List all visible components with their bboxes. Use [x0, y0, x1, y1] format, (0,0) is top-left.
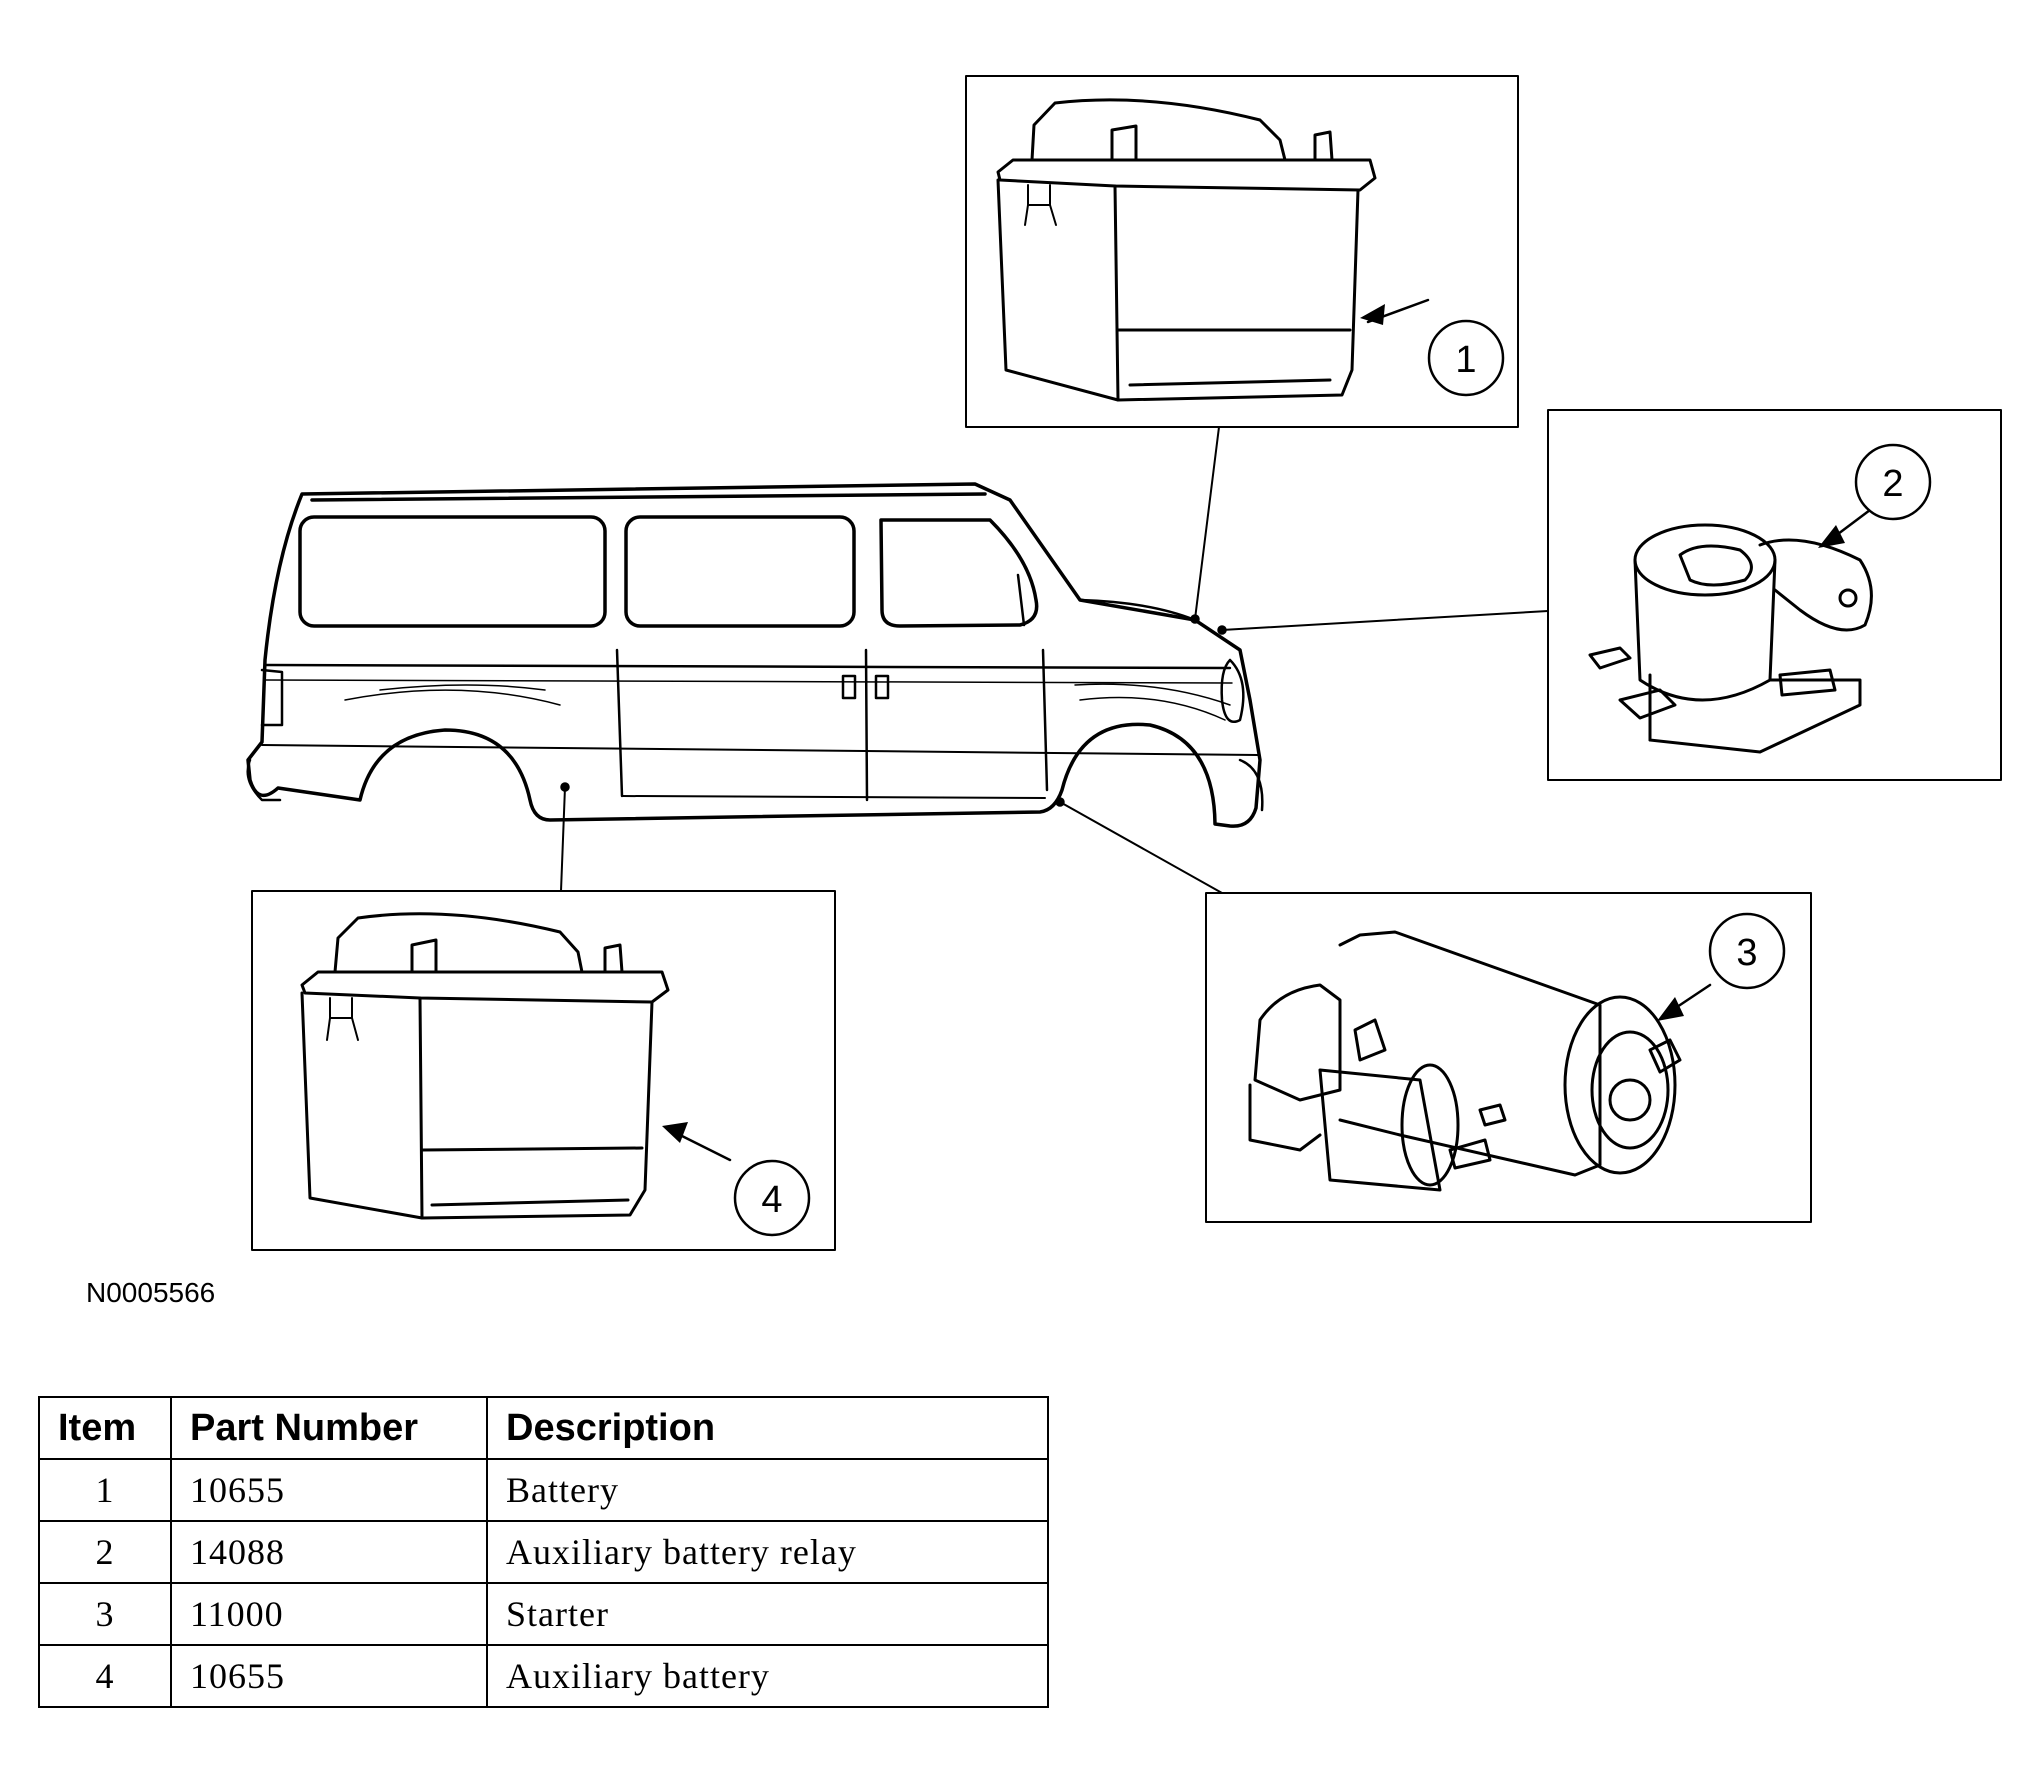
table-row: 4 10655 Auxiliary battery	[38, 1644, 1049, 1708]
middle-window	[624, 515, 856, 628]
figure-id: N0005566	[86, 1277, 216, 1308]
header-item: Item	[38, 1396, 172, 1460]
callout-4	[662, 1122, 811, 1237]
table-row: 1 10655 Battery	[38, 1458, 1049, 1522]
cell-description: Auxiliary battery	[486, 1644, 1049, 1708]
cell-part-number: 14088	[170, 1520, 488, 1584]
front-window	[879, 518, 1039, 628]
starter-illustration	[1248, 930, 1682, 1192]
table-header-row: Item Part Number Description	[38, 1396, 1049, 1460]
detail-starter	[1205, 892, 1812, 1223]
callout-4-label: 4	[761, 1179, 782, 1221]
callout-2	[1818, 443, 1932, 548]
callout-1-label: 1	[1455, 339, 1476, 381]
cell-item: 1	[38, 1458, 172, 1522]
cell-part-number: 11000	[170, 1582, 488, 1646]
cell-item: 4	[38, 1644, 172, 1708]
callout-3-label: 3	[1736, 932, 1757, 974]
cell-description: Starter	[486, 1582, 1049, 1646]
relay-illustration	[1588, 523, 1873, 754]
detail-frame-starter	[1205, 892, 1812, 1223]
parts-table: Item Part Number Description 1 10655 Bat…	[38, 1396, 1049, 1708]
detail-battery	[965, 75, 1519, 428]
detail-aux-battery-relay	[1547, 409, 2002, 781]
van-illustration	[246, 482, 1264, 828]
callout-2-label: 2	[1882, 463, 1903, 505]
leader-lines	[560, 426, 1549, 894]
cell-part-number: 10655	[170, 1458, 488, 1522]
battery-illustration	[996, 98, 1377, 402]
header-part-number: Part Number	[170, 1396, 488, 1460]
cell-part-number: 10655	[170, 1644, 488, 1708]
callout-3	[1657, 912, 1786, 1021]
table-row: 2 14088 Auxiliary battery relay	[38, 1520, 1049, 1584]
cell-item: 3	[38, 1582, 172, 1646]
cell-description: Battery	[486, 1458, 1049, 1522]
detail-aux-battery	[251, 890, 836, 1251]
cell-description: Auxiliary battery relay	[486, 1520, 1049, 1584]
cell-item: 2	[38, 1520, 172, 1584]
aux-battery-illustration	[300, 912, 670, 1220]
rear-window	[298, 515, 607, 628]
header-description: Description	[486, 1396, 1049, 1460]
detail-frame-relay	[1547, 409, 2002, 781]
detail-frame-battery	[965, 75, 1519, 428]
table-row: 3 11000 Starter	[38, 1582, 1049, 1646]
callout-1	[1360, 298, 1505, 397]
detail-frame-aux-battery	[251, 890, 836, 1251]
